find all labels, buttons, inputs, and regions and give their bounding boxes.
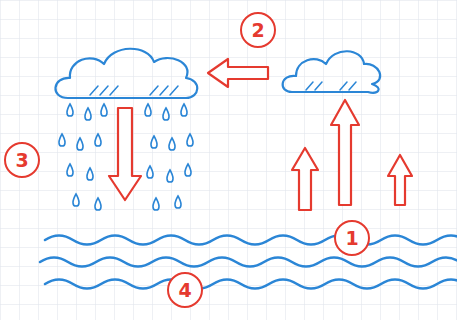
cloud-hatching xyxy=(306,82,356,90)
callout-number: 2 xyxy=(240,12,276,48)
precipitation-arrow xyxy=(109,108,141,200)
evaporation-arrow xyxy=(292,148,318,210)
evaporation-arrow xyxy=(388,155,412,205)
raindrops xyxy=(59,104,193,210)
callout-number: 4 xyxy=(167,272,203,308)
small-cloud xyxy=(283,51,381,92)
callout-number: 3 xyxy=(4,142,40,178)
cloud-hatching xyxy=(90,86,178,95)
callout-number: 1 xyxy=(334,220,370,256)
water-waves xyxy=(40,236,457,289)
evaporation-arrow xyxy=(331,100,359,205)
rain-cloud xyxy=(55,49,197,98)
wind-arrow xyxy=(208,59,268,87)
